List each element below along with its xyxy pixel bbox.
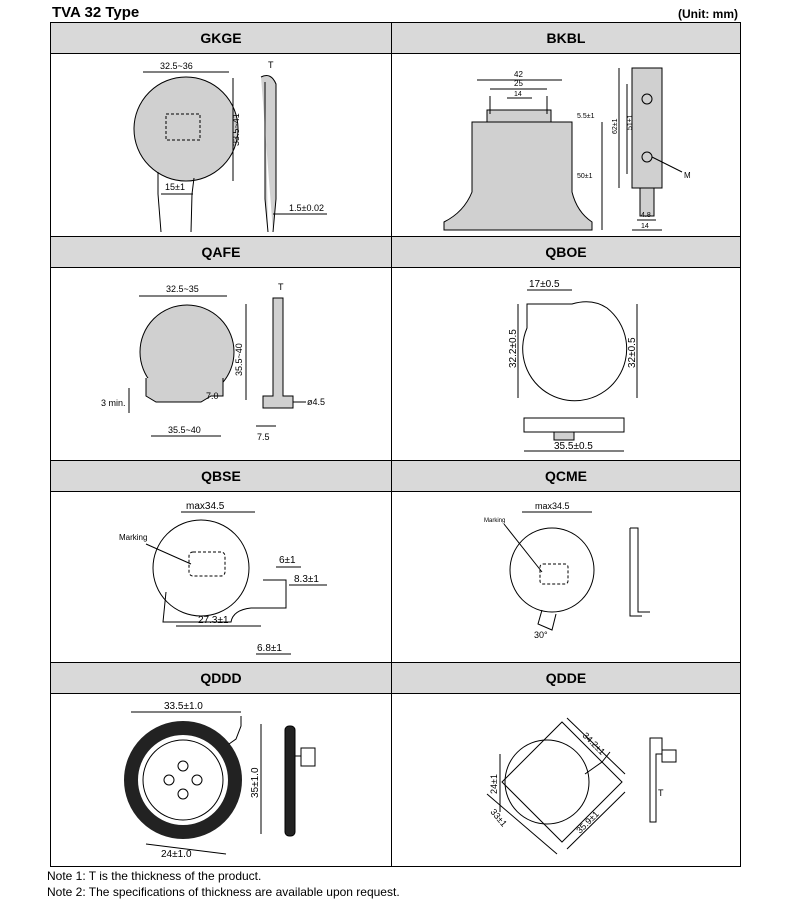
label-qbse-marking: Marking [119,533,147,542]
dim-qdde-34-2: 34.2±1 [581,730,607,756]
drawing-bkbl: 42 25 14 5.5±1 50±1 62±1 51±1 4.8 14 [391,53,741,237]
dim-qboe-32-2: 32.2±0.5 [508,329,519,368]
note-1: Note 1: T is the thickness of the produc… [47,869,262,883]
drawing-gkge: 32.5~36 33.5~41 15±1 T 1.5±0.02 [50,53,392,237]
dim-qafe-width: 32.5~35 [166,284,199,294]
dim-bkbl-14: 14 [514,91,522,98]
dim-bkbl-25: 25 [514,79,523,88]
header-qbse: QBSE [50,460,392,492]
dim-qafe-hole: ø4.5 [307,397,325,407]
dim-qdde-35-9: 35.9±1 [574,809,600,835]
dim-qcme-30deg: 30° [534,630,548,640]
drawing-qdde: 34.2±1 24±1 35.9±1 33±1 T [391,693,741,867]
dim-bkbl-m: M [684,171,691,180]
dim-qafe-7-5: 7.5 [257,432,270,442]
drawing-qafe: 32.5~35 35.5~40 3 min. 7.0 35.5~40 T ø4.… [50,267,392,461]
dim-bkbl-51: 51±1 [627,114,634,130]
drawing-qboe: 17±0.5 32.2±0.5 32±0.5 35.5±0.5 [391,267,741,461]
dim-bkbl-4-8: 4.8 [641,212,651,219]
dim-qbse-max: max34.5 [186,501,225,512]
dim-qafe-7: 7.0 [206,391,219,401]
dim-qboe-32: 32±0.5 [627,337,638,368]
dim-qddd-33-5: 33.5±1.0 [164,701,203,712]
dim-gkge-lead: 1.5±0.02 [289,203,324,213]
dim-bkbl-50: 50±1 [577,173,593,180]
header-qddd: QDDD [50,662,392,694]
dim-qbse-6-8: 6.8±1 [257,643,282,654]
dim-qbse-8-3: 8.3±1 [294,574,319,585]
unit-label: (Unit: mm) [678,7,738,21]
drawing-qbse: max34.5 Marking 6±1 8.3±1 27.3±1 6.8±1 [50,491,392,663]
dim-bkbl-62: 62±1 [612,118,619,134]
note-2: Note 2: The specifications of thickness … [47,885,400,899]
notes: Note 1: T is the thickness of the produc… [47,868,400,900]
dim-qafe-bottom: 35.5~40 [168,425,201,435]
header-bkbl: BKBL [391,22,741,54]
dim-bkbl-5-5: 5.5±1 [577,113,595,120]
label-qcme-marking: Marking [484,518,505,524]
header-qboe: QBOE [391,236,741,268]
drawing-qcme: max34.5 Marking 30° [391,491,741,663]
dim-qbse-27-3: 27.3±1 [198,615,229,626]
page-title: TVA 32 Type [52,4,140,21]
dim-qdde-t: T [658,788,664,798]
header-qcme: QCME [391,460,741,492]
dim-bkbl-42: 42 [514,70,523,79]
dim-qbse-6: 6±1 [279,555,296,566]
dim-qcme-max: max34.5 [535,501,570,511]
dim-qboe-35-5: 35.5±0.5 [554,441,593,452]
dim-gkge-width: 32.5~36 [160,61,193,71]
dim-qafe-thickness: T [278,282,284,292]
header-qdde: QDDE [391,662,741,694]
header-qafe: QAFE [50,236,392,268]
dim-gkge-thickness: T [268,60,274,70]
type-table: GKGE BKBL 32.5~36 33.5~41 15±1 T 1.5±0.0… [50,22,741,867]
dim-qddd-24: 24±1.0 [161,849,192,860]
dim-gkge-pitch: 15±1 [165,182,185,192]
dim-qafe-3min: 3 min. [101,398,126,408]
dim-bkbl-14b: 14 [641,223,649,230]
header-gkge: GKGE [50,22,392,54]
dim-qafe-height: 35.5~40 [234,343,244,376]
dim-gkge-height: 33.5~41 [231,113,241,146]
drawing-qddd: 33.5±1.0 35±1.0 24±1.0 [50,693,392,867]
dim-qddd-35: 35±1.0 [250,767,261,798]
dim-qboe-17: 17±0.5 [529,279,560,290]
dim-qdde-24: 24±1 [489,774,499,794]
